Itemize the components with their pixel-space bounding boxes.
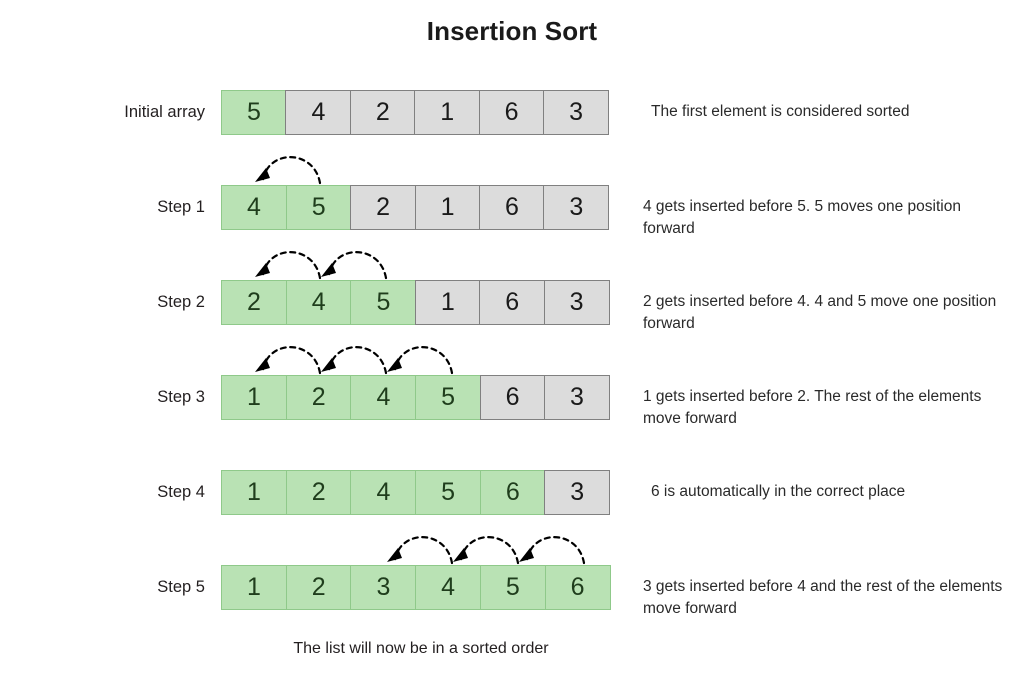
array-cell-sorted: 2: [285, 565, 352, 610]
step-label: Step 3: [157, 388, 205, 406]
array-cell-unsorted: 6: [478, 185, 545, 230]
step-description: 4 gets inserted before 5. 5 moves one po…: [643, 198, 961, 237]
array-cell-sorted: 6: [544, 565, 611, 610]
step-description: 3 gets inserted before 4 and the rest of…: [643, 578, 1003, 617]
array-cell-unsorted: 1: [414, 90, 481, 135]
array-cell-unsorted: 3: [543, 280, 610, 325]
array-cell-sorted: 5: [221, 90, 287, 135]
array-cell-sorted: 4: [221, 185, 287, 230]
array-cell-sorted: 2: [285, 375, 352, 420]
step-label: Step 4: [157, 483, 205, 501]
page-title: Insertion Sort: [426, 16, 598, 46]
array-cell-sorted: 5: [415, 375, 482, 420]
array-cell-sorted: 4: [285, 280, 352, 325]
array-cell-unsorted: 3: [543, 90, 610, 135]
array-cell-sorted: 1: [221, 470, 287, 515]
array-cell-unsorted: 2: [350, 185, 417, 230]
array-cell-unsorted: 3: [543, 185, 610, 230]
step-description: 2 gets inserted before 4. 4 and 5 move o…: [643, 293, 997, 332]
step-label: Step 2: [157, 293, 205, 311]
step-description: 1 gets inserted before 2. The rest of th…: [643, 388, 982, 427]
array-cell-unsorted: 6: [479, 375, 546, 420]
array-cell-sorted: 4: [350, 375, 417, 420]
step-description: The first element is considered sorted: [651, 103, 910, 120]
array-cell-unsorted: 4: [285, 90, 352, 135]
array-cell-unsorted: 3: [544, 470, 611, 515]
array-cell-sorted: 4: [415, 565, 482, 610]
step-label: Step 5: [157, 578, 205, 596]
array-cell-unsorted: 6: [478, 90, 545, 135]
array-cell-sorted: 5: [285, 185, 352, 230]
array-cell-unsorted: 3: [543, 375, 610, 420]
array-cell-sorted: 5: [415, 470, 482, 515]
step-description: 6 is automatically in the correct place: [651, 483, 906, 500]
array-cell-sorted: 4: [350, 470, 417, 515]
array-cell-unsorted: 1: [414, 280, 481, 325]
array-cell-unsorted: 2: [349, 90, 416, 135]
step-label: Step 1: [157, 198, 205, 216]
array-cell-sorted: 3: [350, 565, 417, 610]
array-cell-sorted: 2: [221, 280, 287, 325]
array-cell-unsorted: 6: [479, 280, 546, 325]
array-cell-sorted: 5: [479, 565, 546, 610]
step-label: Initial array: [124, 103, 205, 121]
array-cell-sorted: 1: [221, 375, 287, 420]
array-cell-unsorted: 1: [414, 185, 481, 230]
array-cell-sorted: 1: [221, 565, 287, 610]
footer-caption: The list will now be in a sorted order: [293, 640, 549, 657]
array-cell-sorted: 2: [285, 470, 352, 515]
array-cell-sorted: 6: [479, 470, 546, 515]
array-cell-sorted: 5: [350, 280, 417, 325]
